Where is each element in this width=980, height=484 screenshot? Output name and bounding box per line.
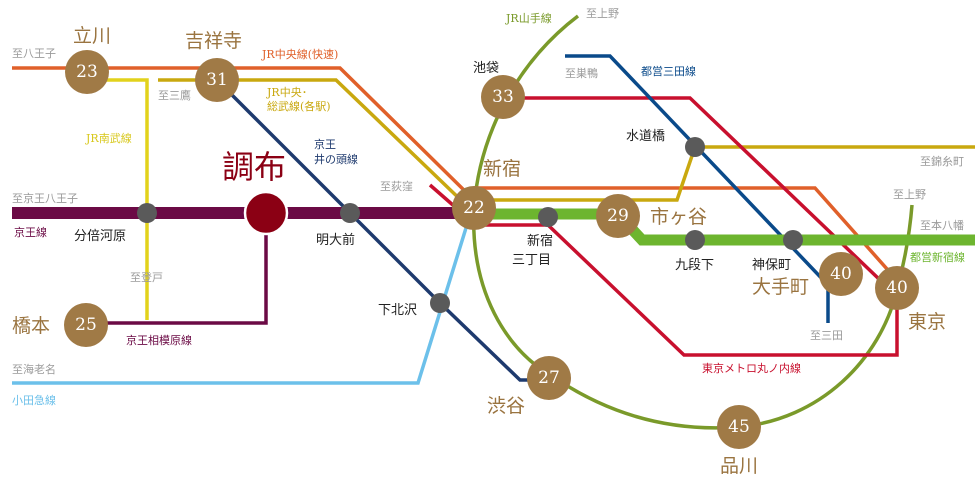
minutes-label: 29 <box>607 206 629 226</box>
line-label-inokashira-1: 京王 <box>314 137 336 151</box>
station-name-meidaimae: 明大前 <box>316 232 355 248</box>
station-badge-shinjuku[interactable]: 22 <box>452 186 496 230</box>
station-dot-suidobashi[interactable] <box>685 137 705 157</box>
station-name-shinjuku-sanchome-2: 三丁目 <box>512 253 551 268</box>
line-label-keio: 京王線 <box>14 225 47 239</box>
destination-mitaka: 至三鷹 <box>158 88 191 102</box>
line-label-inokashira-2: 井の頭線 <box>314 152 358 166</box>
line-label-marunouchi: 東京メトロ丸ノ内線 <box>702 361 801 375</box>
station-dot-meidaimae[interactable] <box>340 203 360 223</box>
destination-ueno-right: 至上野 <box>893 188 926 201</box>
destination-kinshicho: 至錦糸町 <box>920 154 964 168</box>
station-dot-shimokitazawa[interactable] <box>430 293 450 313</box>
station-name-otemachi: 大手町 <box>752 276 809 298</box>
minutes-label: 27 <box>538 368 560 388</box>
destination-ogikubo: 至荻窪 <box>380 179 413 193</box>
station-name-shimokitazawa: 下北沢 <box>378 303 417 318</box>
minutes-label: 33 <box>492 87 514 107</box>
destination-motoyawata: 至本八幡 <box>920 218 964 232</box>
line-label-shinjuku: 都営新宿線 <box>910 250 965 264</box>
station-name-shinjuku: 新宿 <box>483 158 521 180</box>
destination-ueno-top: 至上野 <box>586 7 619 20</box>
chuo-rapid-line <box>12 66 897 280</box>
minutes-label: 25 <box>75 315 97 335</box>
station-name-suidobashi: 水道橋 <box>626 129 665 144</box>
minutes-label: 22 <box>463 198 485 218</box>
station-badge-tokyo[interactable]: 40 <box>875 266 919 310</box>
line-label-yamanote: JR山手線 <box>505 11 552 25</box>
station-badge-shinagawa[interactable]: 45 <box>717 405 761 449</box>
station-name-jimbocho: 神保町 <box>752 258 791 273</box>
station-dot-kudanshita[interactable] <box>685 230 705 250</box>
destination-sugamo: 至巣鴨 <box>565 66 598 80</box>
station-badge-tachikawa[interactable]: 23 <box>65 50 109 94</box>
station-name-shinjuku-sanchome-1: 新宿 <box>527 233 553 249</box>
station-name-ikebukuro: 池袋 <box>473 61 499 76</box>
line-label-chuo-rapid: JR中央線(快速) <box>261 47 338 61</box>
station-badge-hashimoto[interactable]: 25 <box>64 303 108 347</box>
destination-hachioji: 至八王子 <box>12 47 56 60</box>
station-dot-shinjuku-sanchome[interactable] <box>538 207 558 227</box>
sagamihara-line <box>90 213 268 325</box>
destination-keio-hachioji: 至京王八王子 <box>12 191 78 205</box>
line-label-odakyu: 小田急線 <box>12 393 56 407</box>
destination-mita: 至三田 <box>810 329 843 342</box>
station-dot-jimbocho[interactable] <box>783 230 803 250</box>
station-name-shinagawa: 品川 <box>720 455 758 477</box>
station-name-ichigaya: 市ヶ谷 <box>650 206 707 228</box>
station-badge-otemachi[interactable]: 40 <box>819 252 863 296</box>
station-name-kudanshita: 九段下 <box>675 258 714 273</box>
minutes-label: 40 <box>830 264 852 284</box>
line-label-chuo-sobu-1: JR中央･ <box>266 86 307 99</box>
station-name-bubaigawara: 分倍河原 <box>74 229 126 244</box>
minutes-label: 23 <box>76 62 98 82</box>
line-label-sagamihara: 京王相模原線 <box>126 333 192 347</box>
station-badge-ichigaya[interactable]: 29 <box>596 194 640 238</box>
destination-noborito: 至登戸 <box>130 270 163 284</box>
station-name-tokyo: 東京 <box>908 311 946 333</box>
line-label-nambu: JR南武線 <box>85 131 132 145</box>
station-name-kichijoji: 吉祥寺 <box>185 30 242 52</box>
line-label-chuo-sobu-2: 総武線(各駅) <box>267 99 331 113</box>
nambu-line <box>87 78 149 320</box>
station-badge-ikebukuro[interactable]: 33 <box>481 75 525 119</box>
minutes-label: 40 <box>886 278 908 298</box>
minutes-label: 31 <box>206 70 228 90</box>
minutes-label: 45 <box>728 417 750 437</box>
station-dot-bubaigawara[interactable] <box>137 203 157 223</box>
destination-ebina: 至海老名 <box>12 362 56 376</box>
station-name-shibuya: 渋谷 <box>487 395 525 417</box>
chofu-station-marker[interactable] <box>243 190 289 236</box>
mita-line <box>565 54 830 323</box>
station-name-hashimoto: 橋本 <box>12 315 50 337</box>
odakyu-line <box>12 227 468 385</box>
chofu-label: 調布 <box>222 148 286 186</box>
station-badge-shibuya[interactable]: 27 <box>527 356 571 400</box>
station-badge-kichijoji[interactable]: 31 <box>195 58 239 102</box>
line-label-mita: 都営三田線 <box>641 64 696 78</box>
station-name-tachikawa: 立川 <box>73 25 111 47</box>
